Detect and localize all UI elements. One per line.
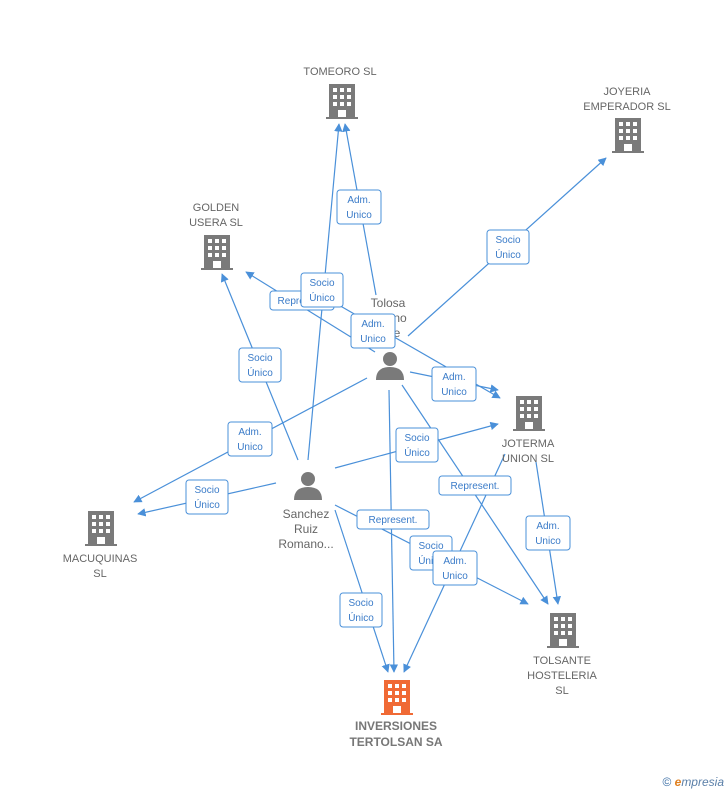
edge-label-line: Socio (495, 235, 520, 246)
node-tolosa[interactable]: Tolosa no e (371, 296, 407, 380)
edge-label[interactable]: Adm. Unico (336, 189, 382, 225)
edge-label[interactable]: Adm. Unico (431, 366, 477, 402)
building-icon (201, 235, 233, 270)
brand-watermark[interactable]: © empresia (662, 775, 724, 789)
edge-label-line: Represent. (369, 515, 418, 526)
node-label-line: TOMEORO SL (303, 66, 376, 78)
person-icon (294, 472, 322, 500)
edge-label-line: Único (495, 248, 521, 261)
node-label-line: GOLDEN (193, 202, 240, 214)
edge-label-line: Socio (194, 485, 219, 496)
edge-label-line: Socio (348, 598, 373, 609)
edge-label-line: Unico (442, 571, 468, 582)
node-joterma[interactable]: JOTERMA UNION SL (502, 396, 555, 465)
node-label-line: e (394, 326, 401, 340)
edge-label-line: Adm. (347, 195, 370, 206)
node-label-line: SL (555, 685, 568, 697)
edge-label[interactable]: Socio Único (339, 592, 383, 628)
edge-label-line: Socio (404, 433, 429, 444)
edge-label[interactable]: Represent. (356, 509, 430, 530)
brand-logo-text: mpresia (681, 775, 724, 789)
edge-label[interactable]: Socio Único (300, 272, 344, 308)
edge-label-line: Único (247, 366, 273, 379)
brand-logo-initial: e (674, 775, 682, 789)
edge-label[interactable]: Adm. Unico (350, 313, 396, 349)
building-icon (326, 84, 358, 119)
building-icon (381, 680, 413, 715)
edge-label-line: Adm. (361, 319, 384, 330)
node-label-line: UNION SL (502, 453, 554, 465)
node-label-line: Romano... (278, 537, 333, 551)
edge-labels: Adm. Unico Socio Único Socio Único Repre… (185, 189, 571, 628)
node-tomeoro[interactable]: TOMEORO SL (303, 66, 377, 119)
node-label-line: SL (93, 568, 106, 580)
edge-label-line: Adm. (238, 427, 261, 438)
node-label-line: USERA SL (189, 217, 243, 229)
node-tolsante[interactable]: TOLSANTE HOSTELERIA SL (527, 613, 598, 697)
edge-line (334, 509, 390, 673)
building-icon (85, 511, 117, 546)
node-label-line: TOLSANTE (533, 655, 591, 667)
node-label-line: MACUQUINAS (63, 553, 138, 565)
building-icon (513, 396, 545, 431)
edge-label-line: Único (348, 611, 374, 624)
edge-line (388, 389, 399, 673)
copyright-symbol: © (662, 775, 672, 789)
person-icon (376, 352, 404, 380)
node-label-line: Sanchez (283, 507, 330, 521)
node-label-line: no (393, 311, 407, 325)
edge-label-line: Adm. (442, 372, 465, 383)
edge-label-line: Unico (360, 334, 386, 345)
edge-label-line: Socio (418, 541, 443, 552)
node-label-line: EMPERADOR SL (583, 101, 670, 113)
node-golden[interactable]: GOLDEN USERA SL (189, 202, 243, 270)
node-inversiones[interactable]: INVERSIONES TERTOLSAN SA (349, 680, 443, 749)
edge-label[interactable]: Socio Único (185, 479, 229, 515)
node-label-line: Tolosa (371, 296, 406, 310)
edge-label-line: Unico (237, 442, 263, 453)
edge-label[interactable]: Adm. Unico (525, 515, 571, 551)
edge-label-line: Único (194, 498, 220, 511)
node-label-line: Ruiz (294, 522, 318, 536)
node-sanchez[interactable]: Sanchez Ruiz Romano... (278, 472, 334, 551)
edge-label-line: Adm. (443, 556, 466, 567)
node-label-line: HOSTELERIA (527, 670, 597, 682)
edge-label[interactable]: Adm. Unico (227, 421, 273, 457)
edge-label-line: Unico (535, 536, 561, 547)
node-label-line: INVERSIONES (355, 719, 437, 733)
edge-label-line: Único (404, 446, 430, 459)
edge-label-line: Unico (346, 210, 372, 221)
edge-label[interactable]: Socio Único (238, 347, 282, 383)
edge-label-line: Socio (309, 278, 334, 289)
node-label-line: JOTERMA (502, 438, 555, 450)
building-icon (612, 118, 644, 153)
edge-label-line: Socio (247, 353, 272, 364)
edge-label-line: Represent. (451, 481, 500, 492)
building-icon (547, 613, 579, 648)
edge-label[interactable]: Socio Único (486, 229, 530, 265)
node-label-line: TERTOLSAN SA (349, 735, 442, 749)
edge-label[interactable]: Adm. Unico (432, 550, 478, 586)
edge-label-line: Único (309, 291, 335, 304)
edge-label[interactable]: Represent. (438, 475, 512, 496)
node-macuquinas[interactable]: MACUQUINAS SL (63, 511, 138, 580)
node-label-line: JOYERIA (603, 86, 651, 98)
edge-label[interactable]: Socio Único (395, 427, 439, 463)
edge-label-line: Unico (441, 387, 467, 398)
edge-label-line: Adm. (536, 521, 559, 532)
node-joyeria[interactable]: JOYERIA EMPERADOR SL (583, 86, 671, 153)
